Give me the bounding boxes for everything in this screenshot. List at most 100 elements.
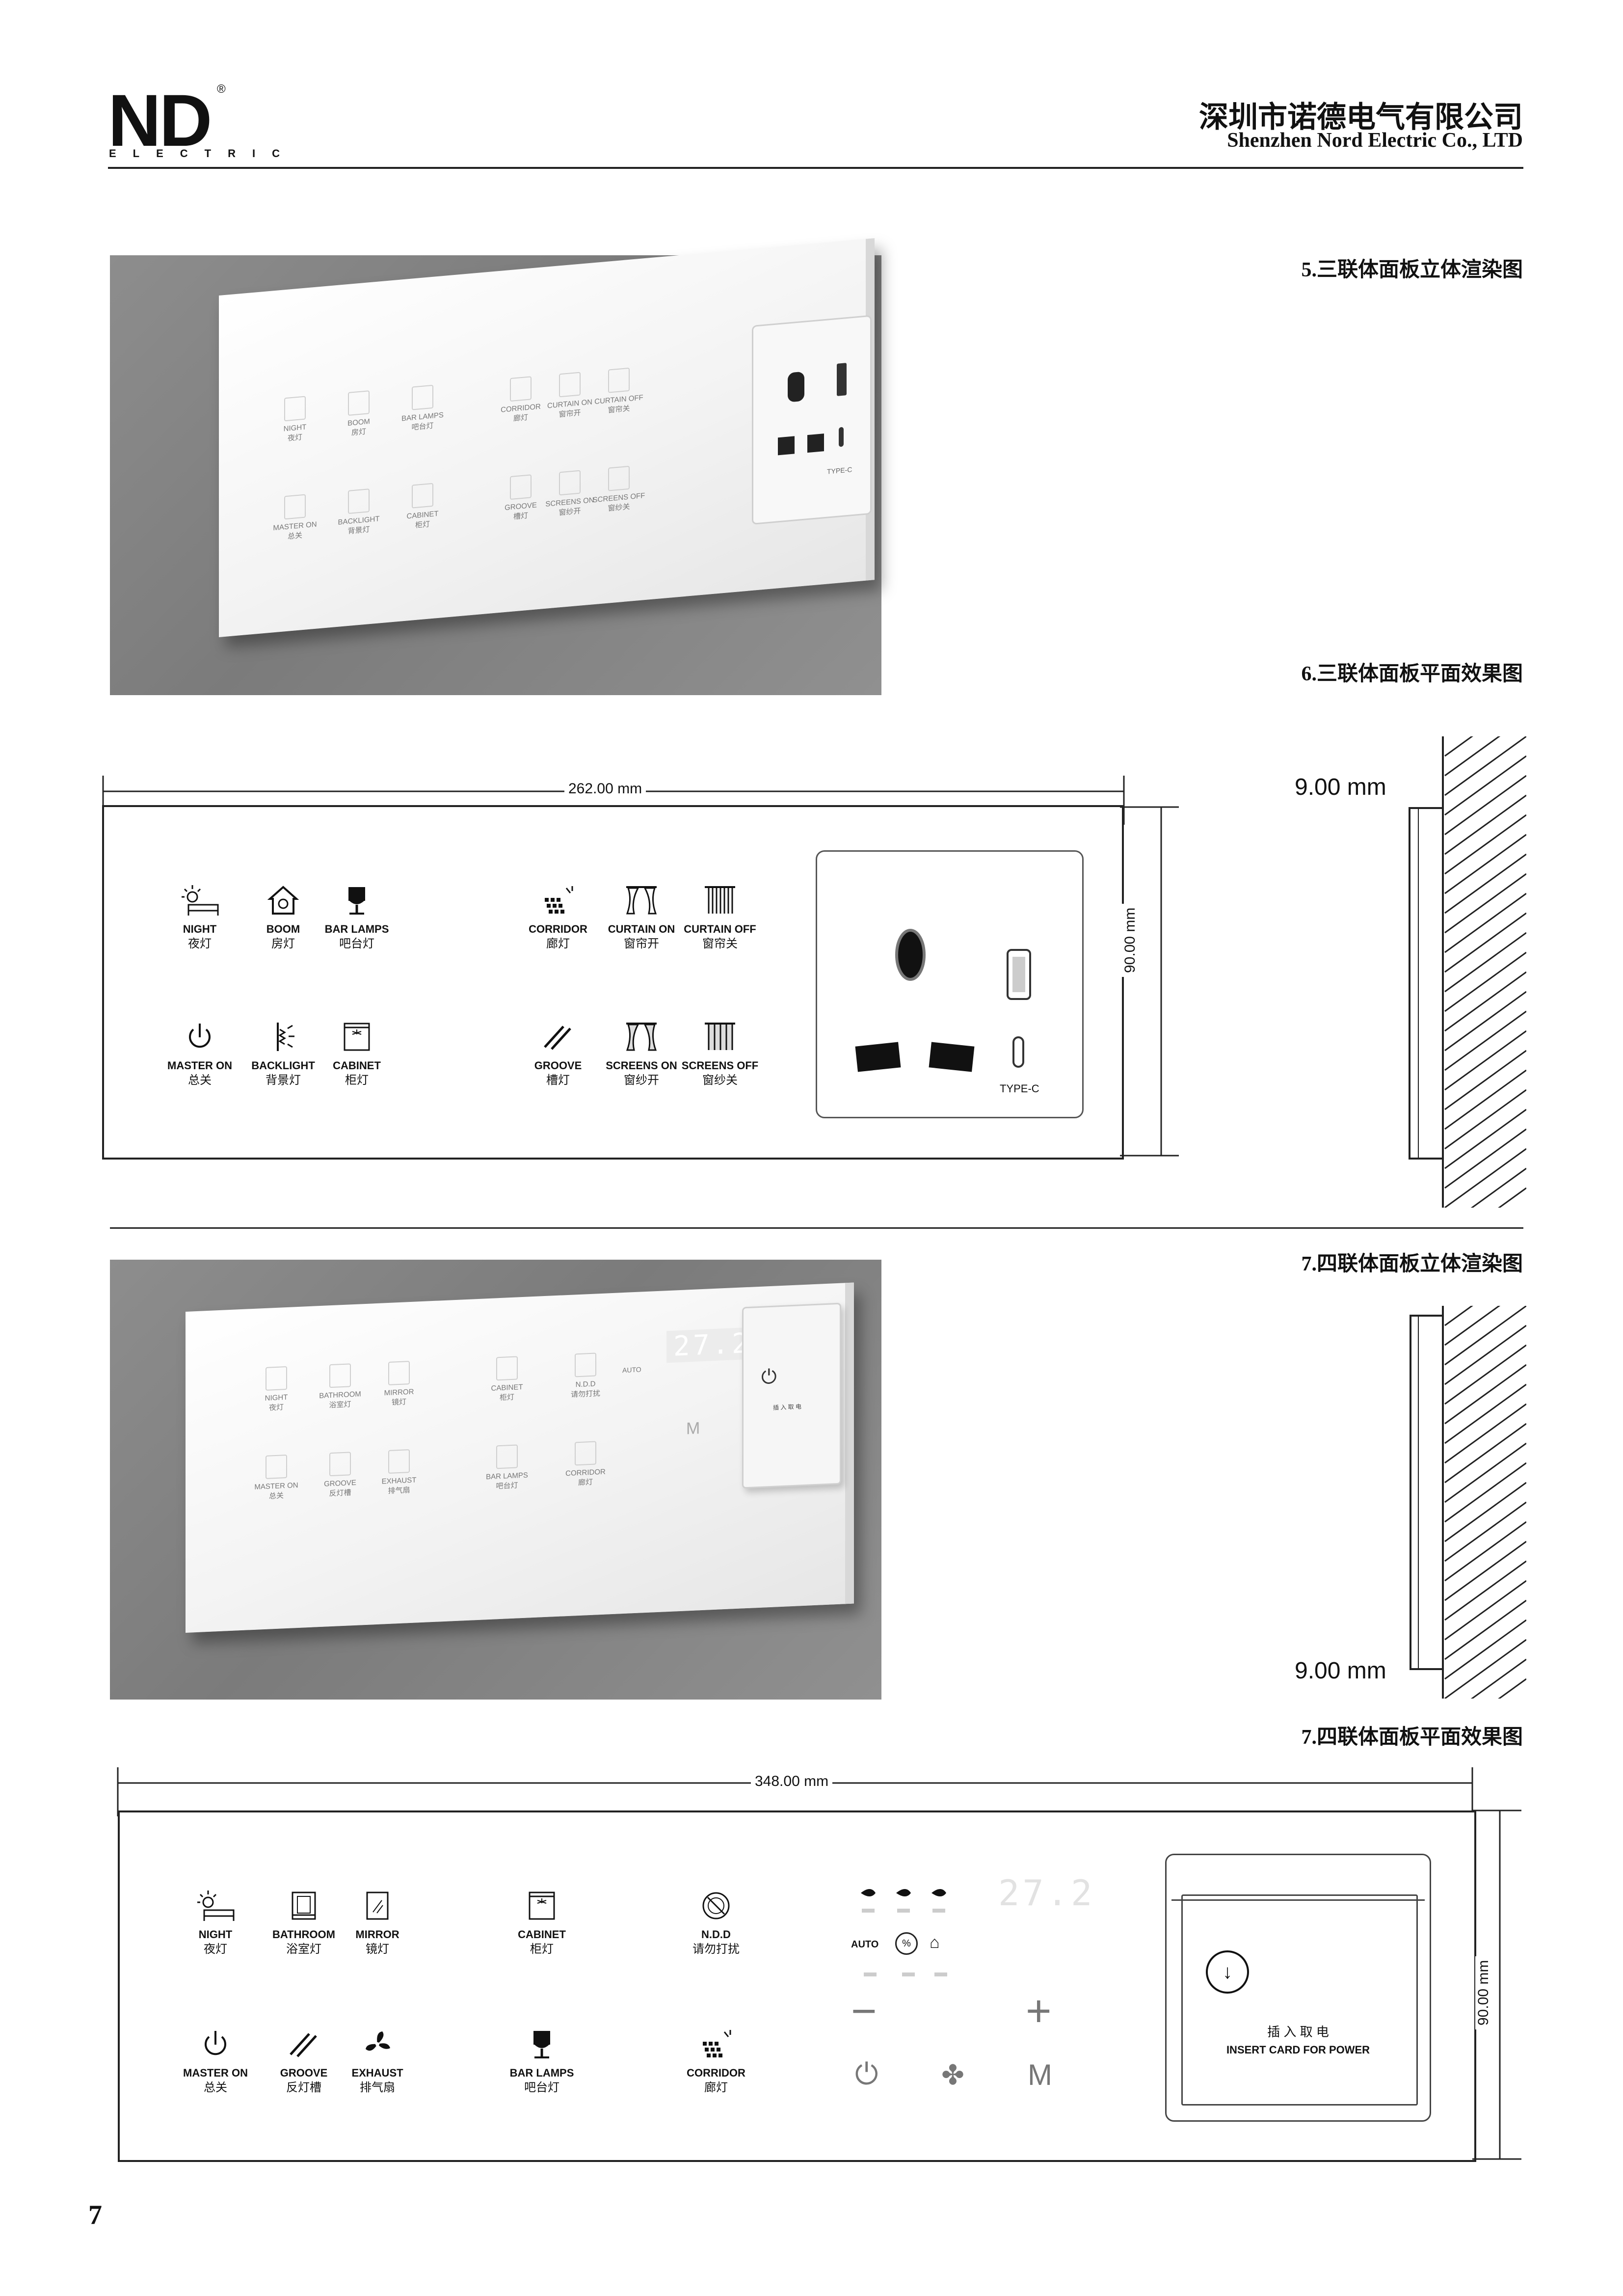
house-icon[interactable] [261,881,305,920]
label-cn: 反灯槽 [286,2081,321,2094]
plus-button[interactable]: + [1026,1987,1052,2036]
label-cn: 浴室灯 [286,1943,321,1956]
home-icon: ⌂ [930,1933,940,1952]
label-cn: 排气扇 [360,2081,395,2094]
label-en: SCREENS ON [606,1059,677,1072]
quad-side-view [1410,1306,1526,1699]
minus-button[interactable]: − [851,1987,877,2036]
groove-icon[interactable] [282,2025,326,2064]
section-7-plan-title: 7.四联体面板平面效果图 [1301,1726,1523,1749]
night-icon[interactable] [178,881,222,920]
exhaust-fan-icon[interactable] [355,2025,399,2064]
label-en: BATHROOM [272,1928,335,1941]
humidity-icon: % [895,1932,918,1955]
groove-icon[interactable] [536,1017,580,1056]
curtain-open-icon[interactable] [619,881,664,920]
mode-button[interactable]: M [1028,2058,1052,2091]
triple-height-dimension [1120,806,1179,1157]
curtain-close-icon[interactable] [698,881,742,920]
power-icon[interactable] [178,1017,222,1056]
label-cn: 夜灯 [188,937,212,950]
render-socket: TYPE-C [752,315,872,525]
thermostat-panel: 27.2 AUTO % ⌂ − + ⏻ ✤ M [851,1872,1106,2132]
registered-mark: ® [217,82,226,96]
render-auto-label: AUTO [622,1365,641,1375]
section-5-title: 5.三联体面板立体渲染图 [1301,259,1523,281]
indicator-bars [864,1972,982,1976]
label-en: EXHAUST [351,2067,403,2079]
label-cn: 柜灯 [530,1943,554,1956]
label-en: BOOM [266,923,300,935]
power-icon[interactable] [193,2025,238,2064]
backlight-icon[interactable] [261,1017,305,1056]
label-cn: 柜灯 [345,1074,369,1087]
triple-width-label: 262.00 mm [564,781,646,797]
triple-height-label: 90.00 mm [1122,903,1139,977]
company-name-en: Shenzhen Nord Electric Co., LTD [1227,129,1523,152]
insert-card-label-cn: 插 入 取 电 [1267,2025,1329,2039]
screen-close-icon[interactable] [698,1017,742,1056]
cabinet-icon[interactable] [520,1886,564,1925]
socket-icon [855,929,1031,1072]
render-usb-a-port [837,363,847,396]
quad-height-label: 90.00 mm [1475,1956,1492,2029]
card-slot [1181,1894,1418,2106]
label-en: SCREENS OFF [681,1059,759,1072]
label-cn: 窗帘开 [624,937,659,950]
night-icon[interactable] [193,1886,238,1925]
thermostat-power-button[interactable]: ⏻ [855,2057,878,2090]
label-en: BAR LAMPS [324,923,389,935]
label-cn: 窗纱开 [624,1074,659,1087]
label-en: GROOVE [534,1059,582,1072]
screen-open-icon[interactable] [619,1017,664,1056]
fan-mode-button[interactable]: ✤ [941,2059,964,2090]
render-mode-label: M [686,1419,700,1438]
quad-r2-label-2: EXHAUST 排气扇 [336,2066,419,2095]
bathroom-icon[interactable] [282,1886,326,1925]
mirror-icon[interactable] [355,1886,399,1925]
render-socket-pin-top [788,371,804,403]
bar-lamp-icon[interactable] [520,2025,564,2064]
label-en: CABINET [518,1928,566,1941]
bar-lamp-icon[interactable] [335,881,379,920]
label-cn: 房灯 [271,937,295,950]
corridor-icon[interactable] [694,2025,738,2064]
card-holder[interactable]: ↓ 插 入 取 电 INSERT CARD FOR POWER [1165,1854,1431,2122]
universal-socket: TYPE-C [816,850,1084,1118]
label-cn: 窗帘关 [702,937,738,950]
cabinet-icon[interactable] [335,1017,379,1056]
quad-r1-label-3: CABINET 柜灯 [500,1927,584,1957]
insert-card-label-en: INSERT CARD FOR POWER [1226,2044,1370,2056]
header-divider [108,167,1523,169]
label-cn: 夜灯 [204,1943,227,1956]
do-not-disturb-icon[interactable] [694,1886,738,1925]
triple-r1-label-1: BOOM 房灯 [241,922,325,951]
render-socket-pin-left [778,436,795,456]
section-6-title: 6.三联体面板平面效果图 [1301,663,1523,685]
corridor-icon[interactable] [536,881,580,920]
